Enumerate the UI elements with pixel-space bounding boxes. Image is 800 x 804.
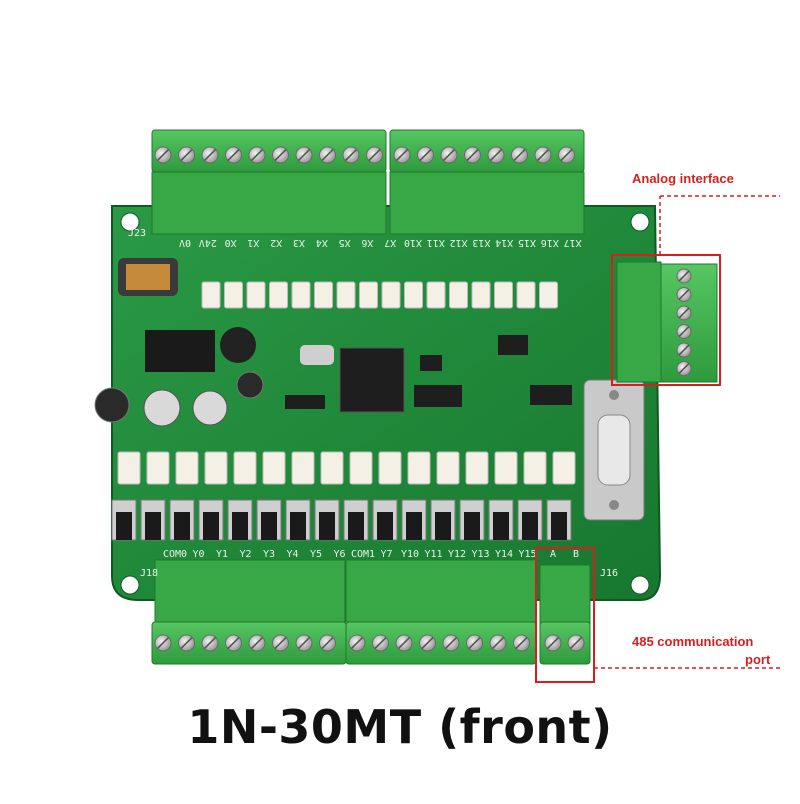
output-terminal-label: Y15 — [518, 549, 536, 560]
input-terminal-label: X1 — [247, 237, 259, 248]
output-terminal-label: Y5 — [310, 549, 322, 560]
output-terminal-label: Y12 — [448, 549, 466, 560]
analog-callout-box — [611, 254, 721, 386]
rs485-label-line2: port — [745, 652, 771, 667]
input-terminal-label: X5 — [339, 237, 351, 248]
analog-terminal-block — [616, 261, 718, 383]
input-terminal-label: X0 — [225, 237, 237, 248]
input-terminal-label: X7 — [384, 237, 396, 248]
input-terminal-label: X13 — [472, 237, 490, 248]
input-terminal-label: X2 — [270, 237, 282, 248]
input-terminal-label: X11 — [427, 237, 445, 248]
input-terminal-label: X12 — [450, 237, 468, 248]
output-terminal-label: Y2 — [239, 549, 251, 560]
input-terminal-label: X4 — [316, 237, 328, 248]
output-terminal-label: Y14 — [495, 549, 513, 560]
j18-label: J18 — [140, 568, 158, 579]
rs485-callout-box — [535, 547, 595, 683]
j16-label: J16 — [600, 568, 618, 579]
rs485-ab-label: B — [573, 549, 579, 560]
product-caption: 1N-30MT (front) — [187, 700, 613, 754]
rs485-ab-label: A — [550, 549, 556, 560]
output-terminal-label: Y11 — [424, 549, 442, 560]
bottom-terminal-block-right — [345, 559, 537, 665]
output-terminal-label: Y10 — [401, 549, 419, 560]
input-terminal-label: X17 — [564, 237, 582, 248]
output-terminal-label: Y6 — [333, 549, 345, 560]
input-terminal-label: 0V — [179, 237, 191, 248]
j23-label: J23 — [128, 228, 146, 239]
output-terminal-label: Y13 — [471, 549, 489, 560]
input-terminal-label: X15 — [518, 237, 536, 248]
output-terminal-label: Y3 — [263, 549, 275, 560]
output-terminal-label: COM0 — [163, 549, 187, 560]
input-terminal-label: 24V — [199, 237, 217, 248]
top-terminal-block-right — [389, 129, 585, 235]
input-terminal-label: X10 — [404, 237, 422, 248]
db9-serial-port — [583, 379, 645, 521]
output-terminal-label: Y1 — [216, 549, 228, 560]
output-terminal-label: Y0 — [192, 549, 204, 560]
input-terminal-label: X3 — [293, 237, 305, 248]
output-terminal-label: COM1 — [351, 549, 375, 560]
input-terminal-label: X6 — [361, 237, 373, 248]
output-terminal-label: Y4 — [286, 549, 298, 560]
rs485-terminal-block — [539, 564, 591, 665]
analog-interface-label: Analog interface — [632, 171, 734, 186]
input-terminal-label: X16 — [541, 237, 559, 248]
input-terminal-label: X14 — [495, 237, 513, 248]
rs485-label-line1: 485 communication — [632, 634, 754, 649]
output-terminal-label: Y7 — [380, 549, 392, 560]
top-terminal-block-left — [151, 129, 387, 235]
